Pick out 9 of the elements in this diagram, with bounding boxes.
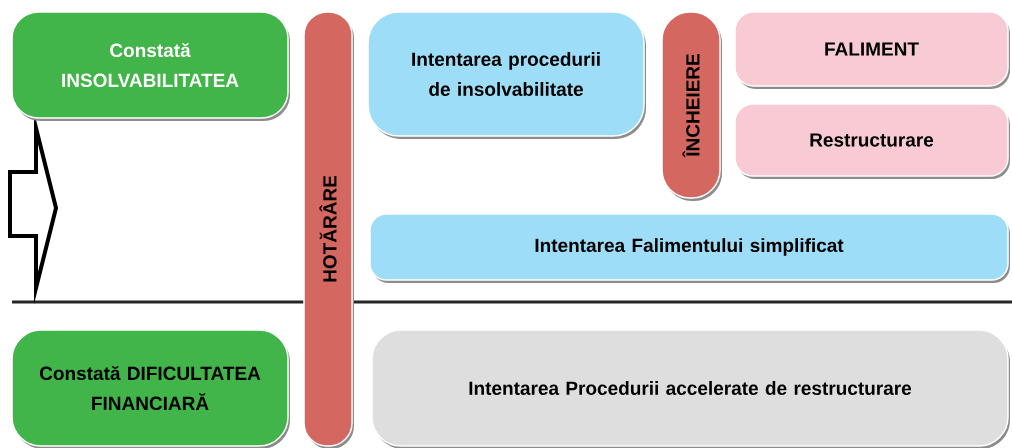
outcome-box: FALIMENT [734,11,1010,89]
process-box: Constată DIFICULTATEA FINANCIARĂ [11,329,290,448]
process-box: Intentarea Procedurii accelerate de restructurare [371,329,1010,448]
process-box: Constată INSOLVABILITATEA [11,11,290,121]
decision-bar: HOTĂRÂRE [303,11,354,448]
process-box: Intentarea Falimentului simplificat [369,213,1010,283]
outcome-box: Restructurare [734,103,1010,179]
decision-bar: ÎNCHEIERE [661,11,722,201]
process-box: Intentarea procedurii de insolvabilitate [367,11,646,139]
